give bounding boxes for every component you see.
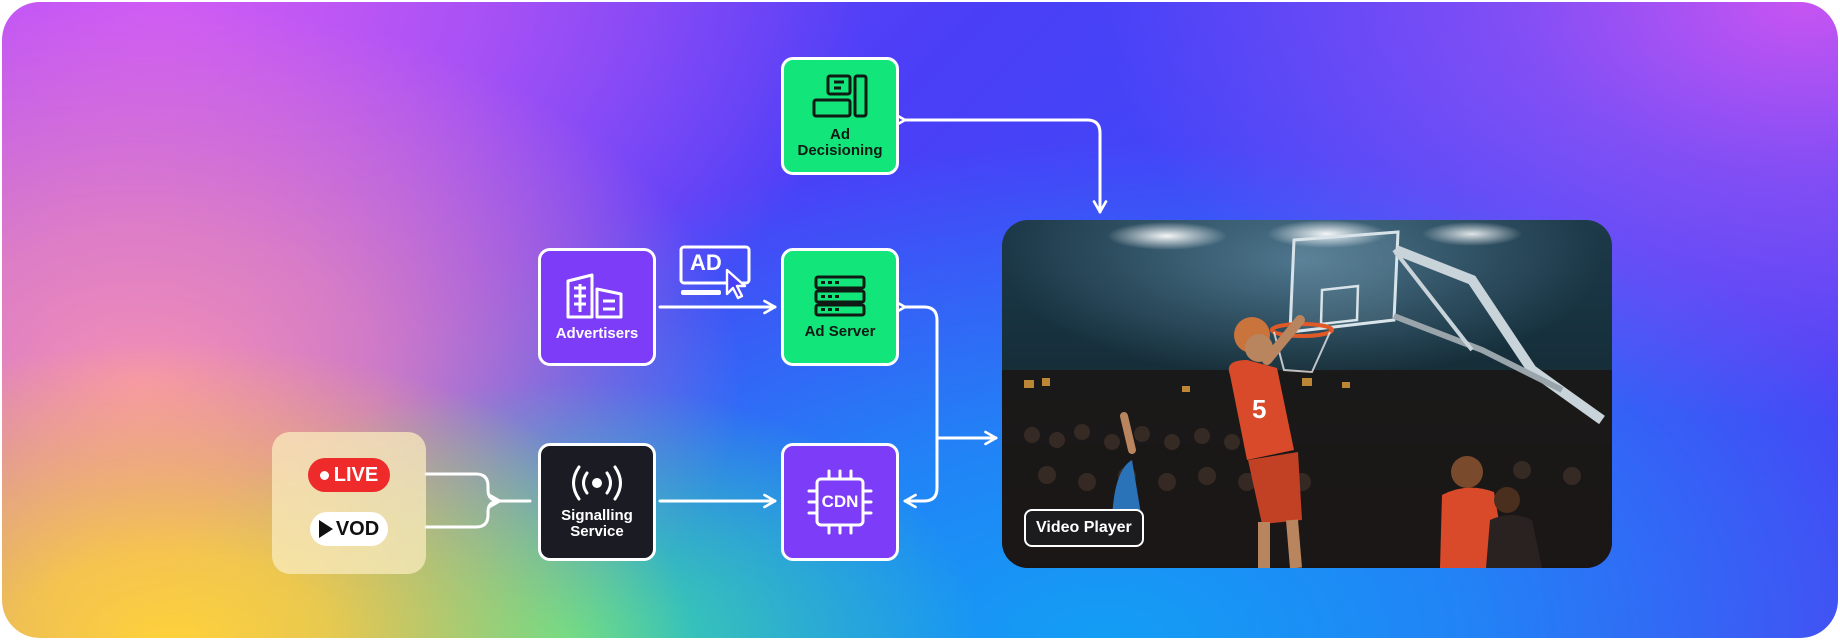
ad-badge-text: AD (690, 250, 722, 275)
play-icon (318, 520, 333, 538)
server-rack-icon (814, 275, 866, 317)
cdn-chip-label: CDN (821, 492, 859, 511)
vod-pill[interactable]: VOD (310, 512, 388, 546)
svg-text:5: 5 (1252, 394, 1266, 424)
adserver-cdn-connector (893, 299, 939, 509)
chip-icon (807, 469, 873, 535)
ad-decisioning-label-line2: Decisioning (797, 142, 883, 159)
buildings-icon (566, 273, 623, 319)
ad-decisioning-node[interactable]: Ad Decisioning (781, 57, 899, 175)
ad-server-node[interactable]: Ad Server (781, 248, 899, 366)
signalling-label-line2: Service (570, 523, 624, 540)
video-player[interactable]: 5 Video Player (1002, 220, 1612, 568)
broadcast-icon (572, 465, 622, 501)
live-label: LIVE (333, 463, 379, 486)
decisioning-player-connector (893, 112, 1108, 214)
sources-panel: LIVE VOD (272, 432, 426, 574)
vod-label: VOD (335, 517, 380, 540)
signalling-label-line1: Signalling (561, 507, 633, 524)
dashboard-layout-icon (812, 74, 868, 118)
signalling-service-node[interactable]: Signalling Service (538, 443, 656, 561)
live-pill[interactable]: LIVE (308, 458, 390, 492)
ad-click-icon: AD (678, 244, 754, 300)
advertisers-label: Advertisers (555, 325, 639, 342)
cdn-node[interactable]: CDN (781, 443, 899, 561)
video-player-label: Video Player (1024, 509, 1144, 547)
ad-decisioning-label-line1: Ad (829, 126, 850, 143)
sources-signalling-connector (424, 472, 532, 529)
advertisers-node[interactable]: Advertisers (538, 248, 656, 366)
ad-server-label: Ad Server (804, 323, 876, 340)
live-dot-icon (319, 470, 329, 480)
